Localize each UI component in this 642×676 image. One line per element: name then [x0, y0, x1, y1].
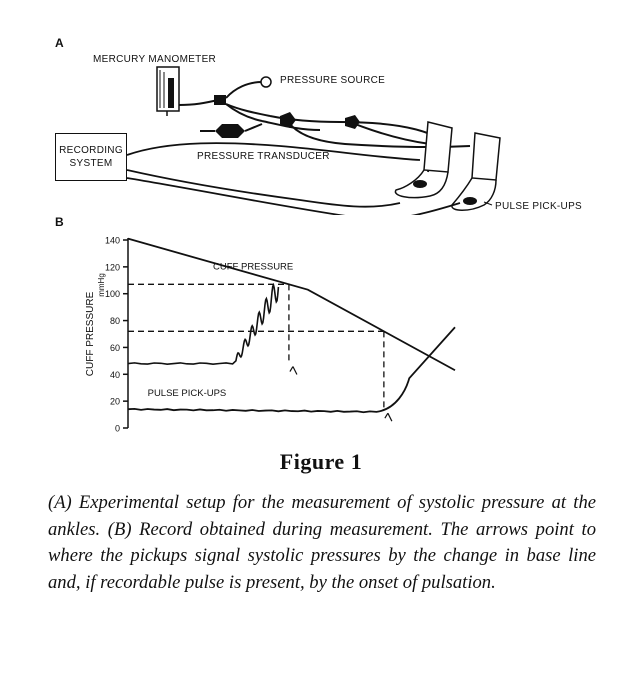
y-tick-label: 20: [110, 397, 120, 407]
cuff-pressure-annotation: CUFF PRESSURE: [213, 262, 293, 273]
pickup-pointer-line: [483, 201, 493, 206]
y-tick-label: 60: [110, 343, 120, 353]
foot-icon: [394, 169, 497, 211]
mercury-manometer-label: MERCURY MANOMETER: [93, 54, 217, 65]
pulse-pickups-label: PULSE PICK-UPS: [495, 201, 583, 212]
cuff-pressure-line: [127, 237, 456, 372]
pressure-source-label: PRESSURE SOURCE: [280, 75, 386, 86]
onset-arrow-icon: [289, 366, 298, 375]
tube-junction-icon: [280, 112, 296, 128]
y-tick-label: 140: [105, 236, 120, 246]
pulse-pickups-annotation: PULSE PICK-UPS: [148, 388, 227, 399]
ankle-cuff-icon: [423, 121, 501, 181]
y-axis-unit: mmHg: [97, 273, 106, 297]
tube-junction-icon: [345, 115, 360, 129]
baseline-arrow-icon: [384, 412, 393, 422]
recording-label-line1: RECORDING: [59, 145, 123, 156]
panel-a-setup-diagram: A MERCURY MANOMETER PRESSURE SOURCE PRES…: [0, 0, 642, 215]
panel-a-letter: A: [55, 36, 64, 50]
pressure-source-icon: [260, 76, 272, 88]
figure-caption: (A) Experimental setup for the measureme…: [48, 492, 596, 593]
y-tick-label: 40: [110, 370, 120, 380]
pulsation-trace-line: [127, 282, 280, 366]
panel-b-letter: B: [55, 215, 64, 229]
y-tick-label: 120: [105, 262, 120, 272]
y-connector-icon: [214, 95, 226, 105]
figure-title: Figure 1: [279, 449, 363, 474]
y-axis-title: CUFF PRESSURE: [85, 291, 96, 376]
pressure-transducer-label: PRESSURE TRANSDUCER: [197, 151, 330, 162]
recording-label-line2: SYSTEM: [69, 158, 113, 169]
setup-drawing: [126, 66, 501, 215]
pressure-transducer-icon: [200, 123, 263, 138]
mercury-manometer-icon: [156, 66, 180, 116]
pulse-pickup-sensor-icon: [413, 180, 477, 205]
y-tick-label: 80: [110, 316, 120, 326]
y-tick-label: 0: [115, 424, 120, 434]
pulse-pickups-line: [127, 326, 456, 414]
y-tick-label: 100: [105, 289, 120, 299]
recording-system-box: RECORDING SYSTEM: [55, 133, 127, 181]
